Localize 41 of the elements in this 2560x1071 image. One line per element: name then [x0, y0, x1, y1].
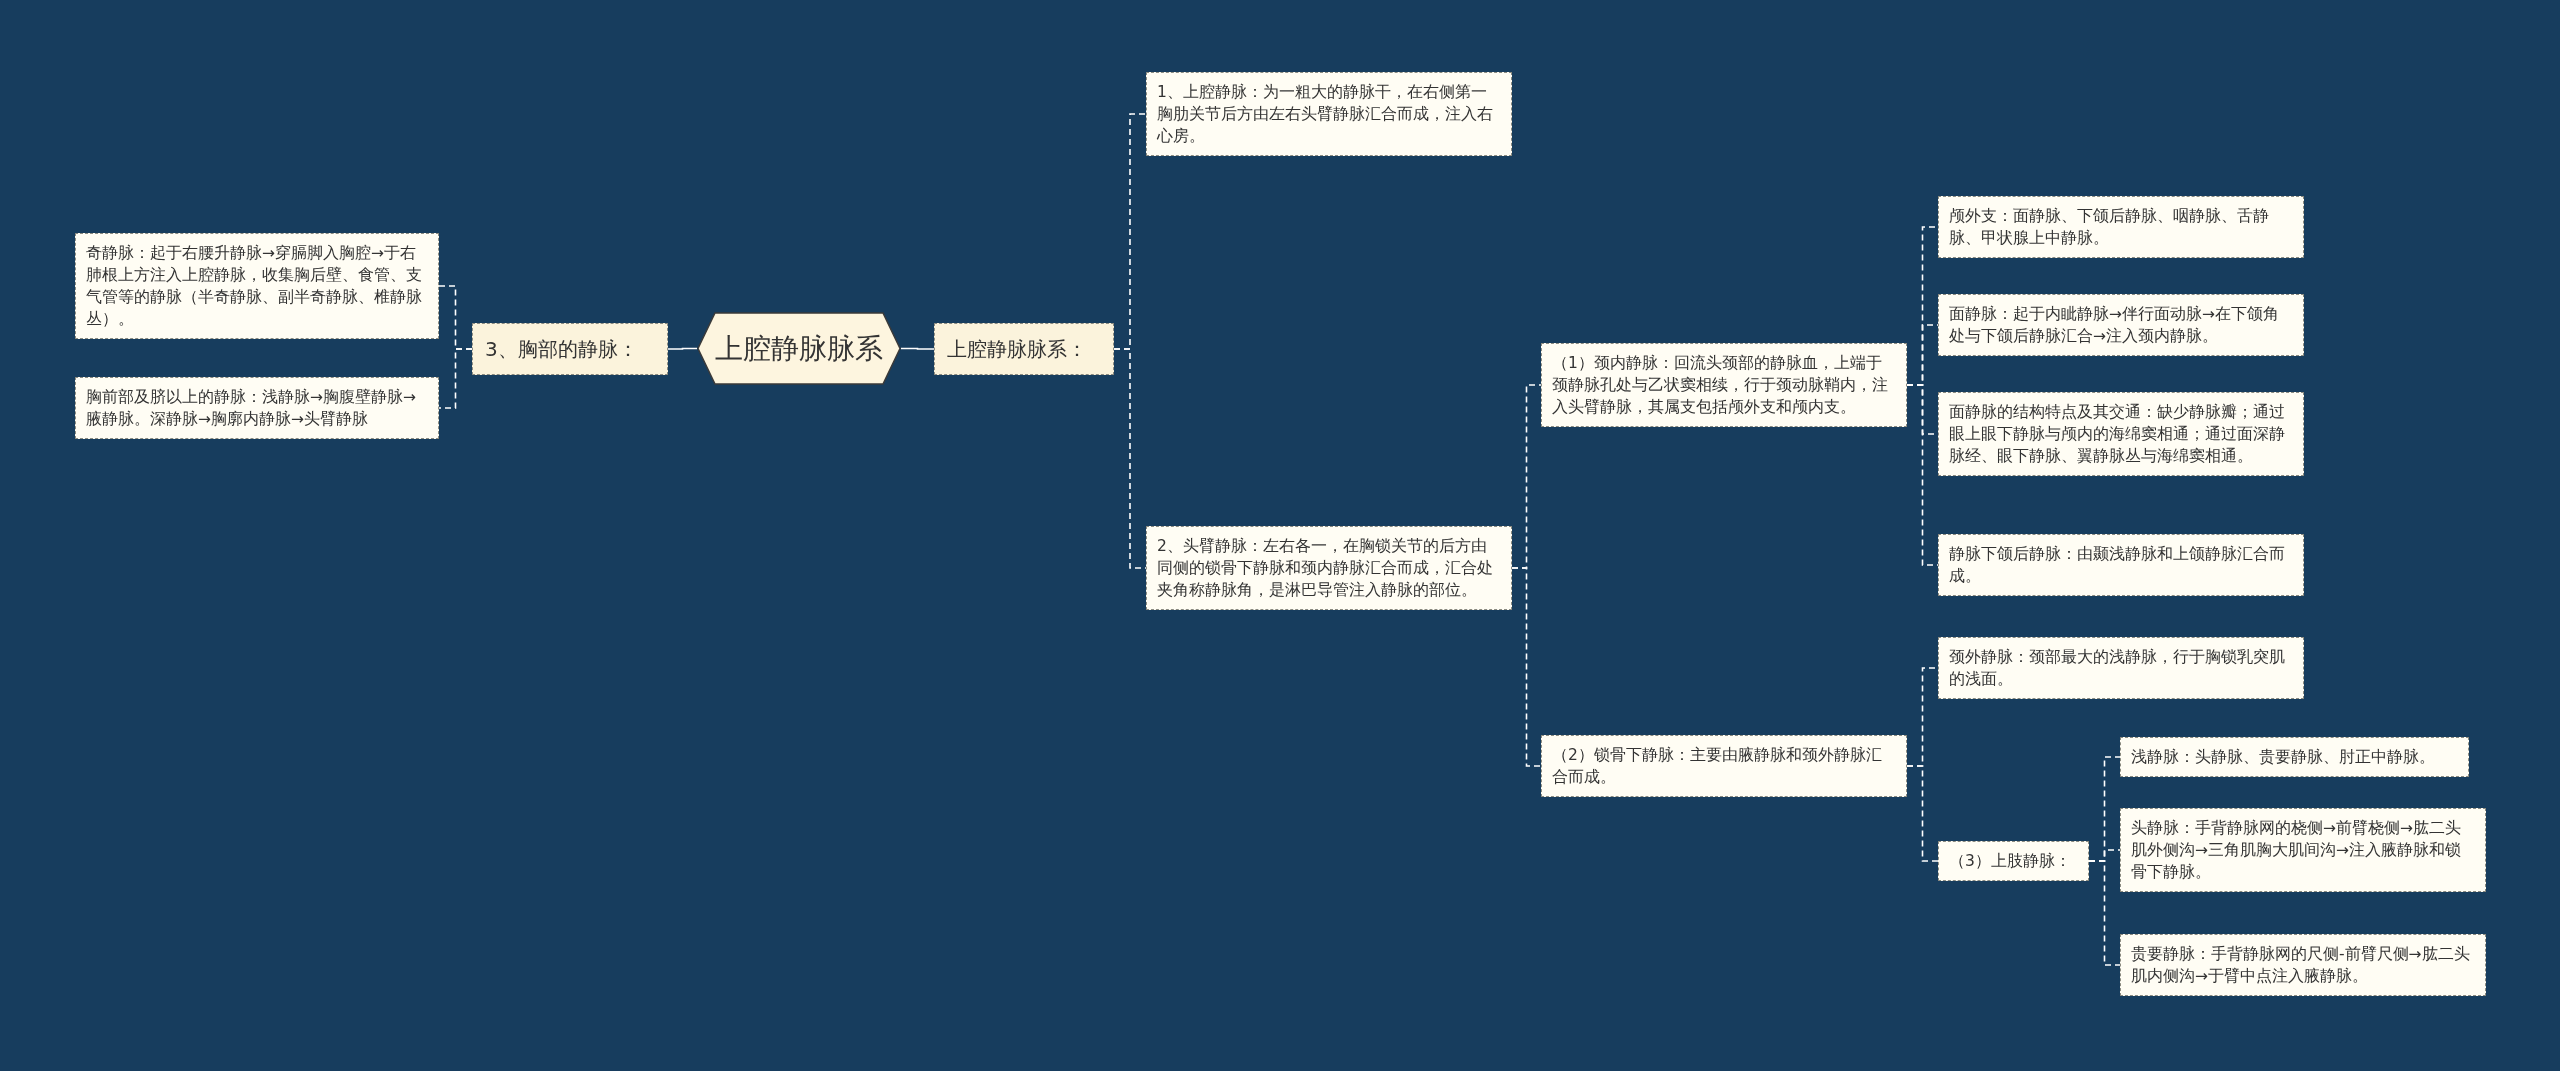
- topic-text: 奇静脉：起于右腰升静脉→穿膈脚入胸腔→于右肺根上方注入上腔静脉，收集胸后壁、食管、支气管等的静脉（半奇静脉、副半奇静脉、椎静脉丛）。: [86, 244, 422, 328]
- topic-text: 上腔静脉脉系：: [947, 337, 1087, 361]
- topic-box: [1146, 72, 1512, 156]
- topic-text: 浅静脉：头静脉、贵要静脉、肘正中静脉。: [2131, 748, 2435, 766]
- topic-box: [75, 377, 439, 439]
- topic-text: 颈外静脉：颈部最大的浅静脉，行于胸锁乳突肌的浅面。: [1949, 648, 2285, 688]
- topic-box: [1541, 343, 1907, 427]
- topic-box: [1146, 526, 1512, 610]
- connector-line: [667, 347, 698, 350]
- topic-box: [1938, 534, 2304, 596]
- topic-text: 头静脉：手背静脉网的桡侧→前臂桡侧→肱二头肌外侧沟→三角肌胸大肌间沟→注入腋静脉和锁骨下静脉。: [2131, 819, 2461, 881]
- topic-text: （3）上肢静脉：: [1949, 852, 2071, 870]
- topic-text: 静脉下颌后静脉：由颞浅静脉和上颌静脉汇合而成。: [1949, 545, 2285, 585]
- topic-text: （2）锁骨下静脉：主要由腋静脉和颈外静脉汇合而成。: [1552, 746, 1882, 786]
- topic-text: 上腔静脉脉系: [715, 330, 883, 367]
- topic-box: [1938, 637, 2304, 699]
- topic-box: [2120, 737, 2469, 777]
- connector-line: [1906, 765, 1939, 862]
- topic-text: 面静脉的结构特点及其交通：缺少静脉瓣；通过眼上眼下静脉与颅内的海绵窦相通；通过面深静脉经、眼下静脉、翼静脉丛与海绵窦相通。: [1949, 403, 2285, 465]
- topic-text: 2、头臂静脉：左右各一，在胸锁关节的后方由同侧的锁骨下静脉和颈内静脉汇合而成，汇合处夹角称静脉角，是淋巴导管注入静脉的部位。: [1157, 537, 1493, 599]
- topic-text: （1）颈内静脉：回流头颈部的静脉血，上端于颈静脉孔处与乙状窦相续，行于颈动脉鞘内，注入头臂静脉，其属支包括颅外支和颅内支。: [1552, 354, 1888, 416]
- topic-box: [1938, 392, 2304, 476]
- topic-text: 贵要静脉：手背静脉网的尺侧-前臂尺侧→肱二头肌内侧沟→于臂中点注入腋静脉。: [2131, 945, 2470, 985]
- topic-box: [1938, 294, 2304, 356]
- topic-text: 1、上腔静脉：为一粗大的静脉干，在右侧第一胸肋关节后方由左右头臂静脉汇合而成，注入右心房。: [1157, 83, 1493, 145]
- connector-line: [900, 347, 935, 350]
- connector-line: [1511, 567, 1542, 767]
- topic-box: [472, 323, 668, 375]
- topic-box: [1938, 841, 2089, 881]
- topic-text: 胸前部及脐以上的静脉：浅静脉→胸腹壁静脉→腋静脉。深静脉→胸廓内静脉→头臂静脉: [86, 388, 416, 428]
- topic-box: [75, 233, 439, 339]
- topic-box: [2120, 934, 2486, 996]
- topic-box: [2120, 808, 2486, 892]
- topic-text: 颅外支：面静脉、下颌后静脉、咽静脉、舌静脉、甲状腺上中静脉。: [1949, 207, 2269, 247]
- topic-text: 3、胸部的静脉：: [485, 337, 638, 361]
- topic-box: [1541, 735, 1907, 797]
- topic-box: [934, 323, 1114, 375]
- topic-text: 面静脉：起于内眦静脉→伴行面动脉→在下颌角处与下颌后静脉汇合→注入颈内静脉。: [1949, 305, 2279, 345]
- connector-line: [2088, 860, 2121, 966]
- topic-box: [1938, 196, 2304, 258]
- connector-line: [438, 348, 473, 409]
